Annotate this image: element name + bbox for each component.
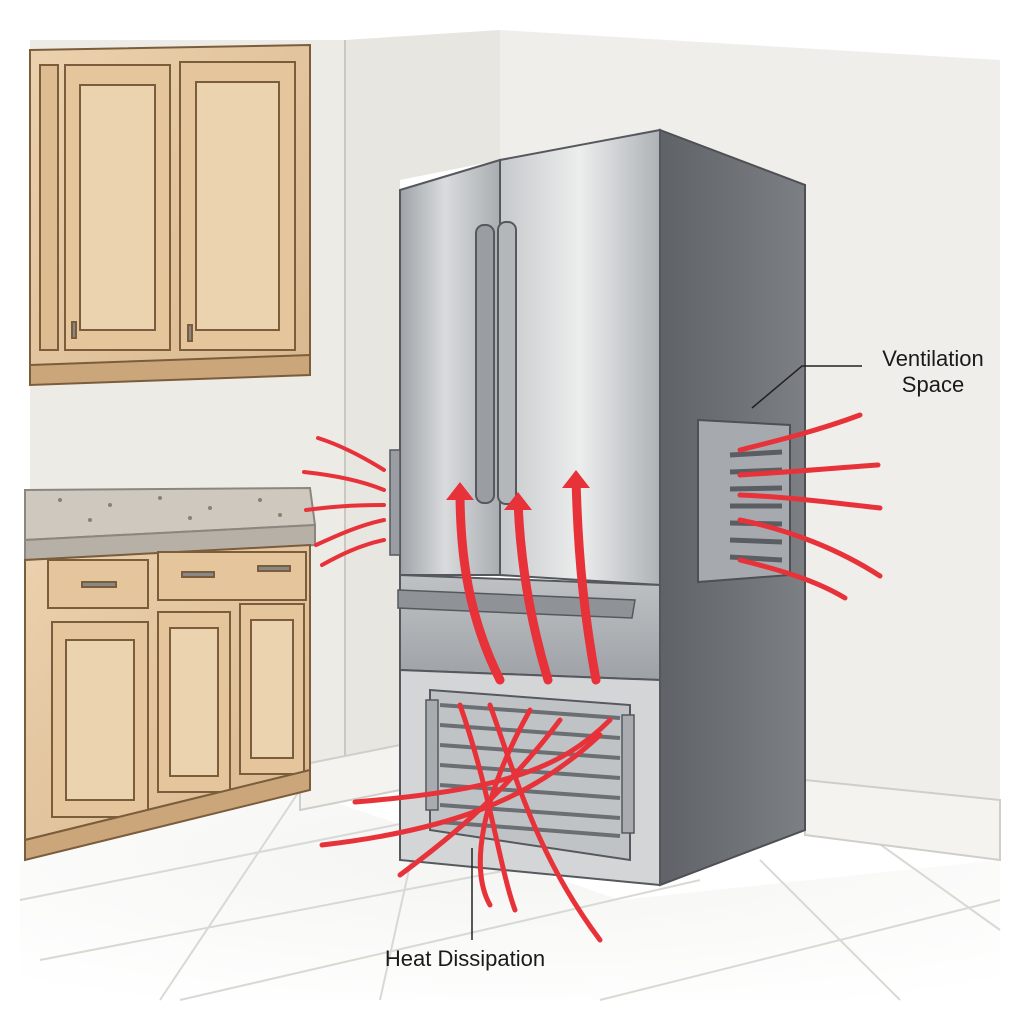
heat-flow-arrow-icon — [319, 702, 613, 943]
side-vent-grille — [697, 418, 791, 584]
condenser-coils — [425, 688, 635, 862]
heat-dissipation-label: Heat Dissipation — [384, 946, 546, 971]
ventilation-label-line1: Ventilation — [882, 346, 984, 371]
heat-flow-arrow-icon — [737, 412, 883, 601]
heat-flow-arrows — [302, 412, 883, 943]
heat-flow-arrow-icon — [446, 470, 601, 685]
heat-flow-arrow-icon — [302, 436, 386, 567]
lower-cabinets — [24, 486, 317, 862]
ventilation-space-label: Ventilation Space — [858, 346, 1008, 399]
leader-lines — [471, 365, 862, 940]
upper-cabinets — [29, 43, 311, 387]
ventilation-label-line2: Space — [901, 372, 965, 398]
